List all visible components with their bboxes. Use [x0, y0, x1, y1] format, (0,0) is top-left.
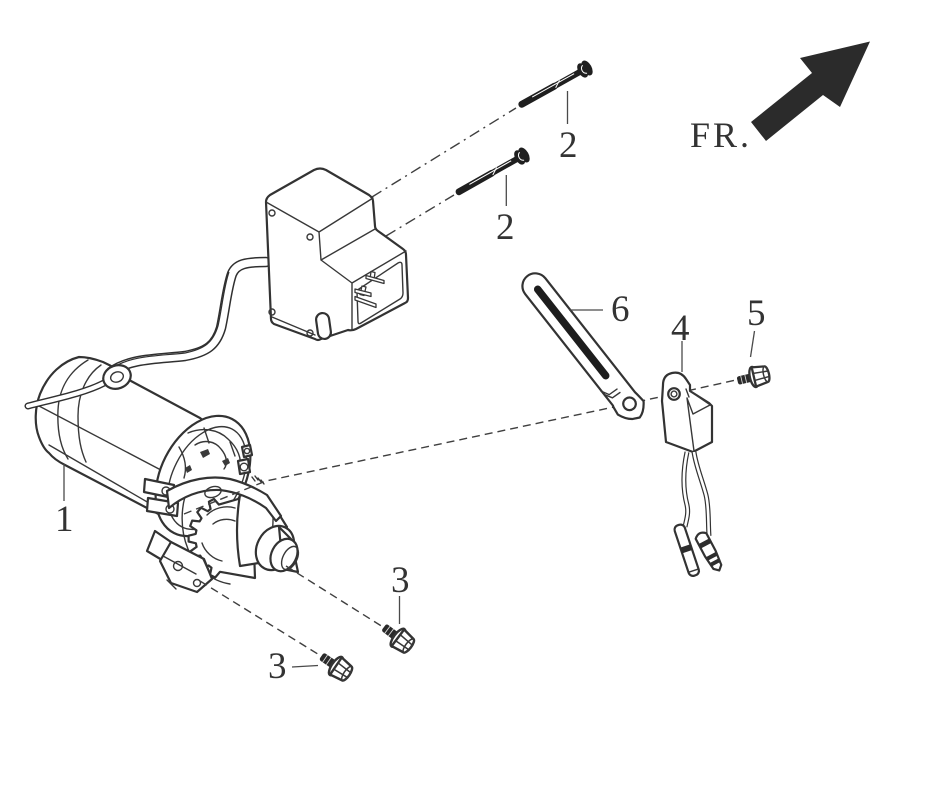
- svg-text:3: 3: [268, 646, 287, 687]
- svg-text:5: 5: [747, 293, 766, 334]
- svg-text:3: 3: [391, 560, 410, 601]
- svg-text:2: 2: [496, 207, 515, 248]
- svg-text:2: 2: [559, 125, 578, 166]
- svg-text:1: 1: [55, 499, 74, 540]
- svg-text:4: 4: [671, 308, 690, 349]
- svg-text:FR.: FR.: [690, 115, 752, 155]
- svg-text:6: 6: [611, 289, 630, 330]
